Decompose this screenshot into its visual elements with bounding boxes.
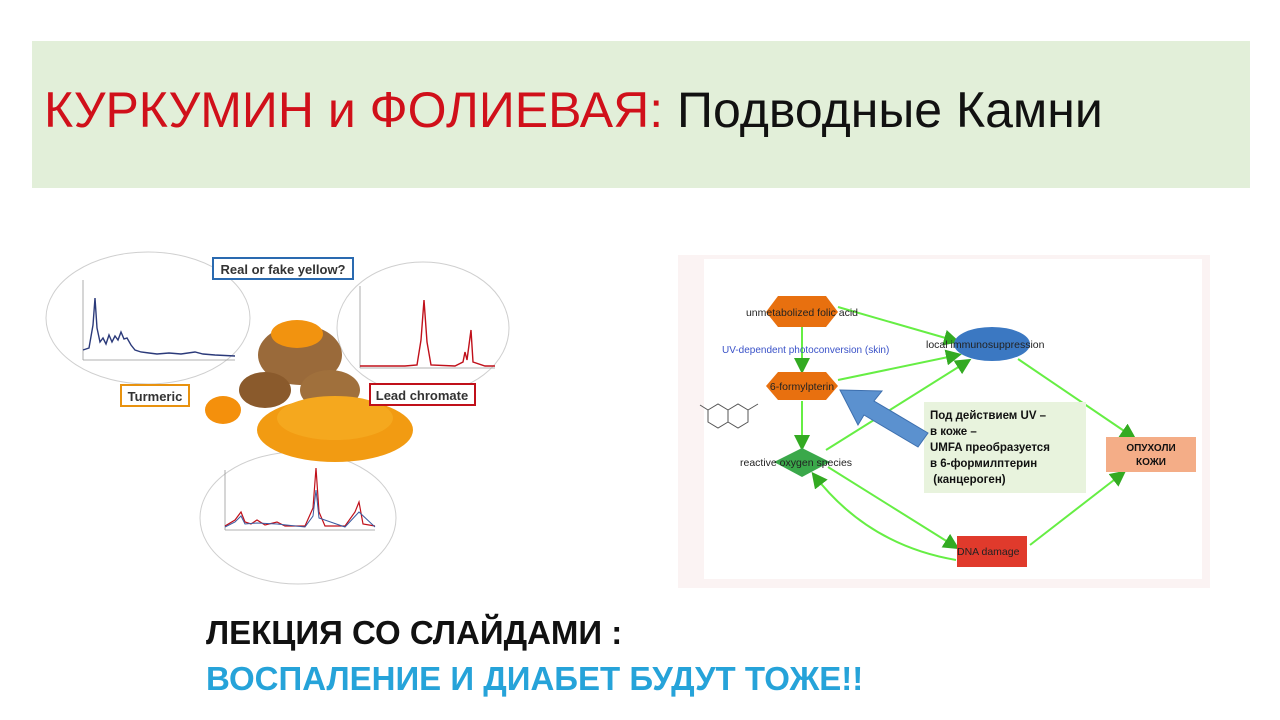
folic-acid-pathway-diagram: unmetabolized folic acid UV-dependent ph… (678, 255, 1210, 588)
node-formyl-label: 6-formylpterin (770, 381, 834, 393)
node-tumor-label-1: ОПУХОЛИ (1126, 443, 1175, 454)
turmeric-root-shape (271, 320, 323, 348)
callout-arrow-icon (839, 389, 929, 448)
edge-dna-ros (811, 471, 957, 561)
node-formylpterin[interactable] (766, 372, 838, 400)
node-dna-damage[interactable] (957, 536, 1027, 567)
node-dna-label: DNA damage (957, 546, 1020, 558)
question-label: Real or fake yellow? (221, 262, 346, 277)
edge-ros-dna (827, 466, 960, 550)
turmeric-root-shape (239, 372, 291, 408)
note-line-1: Под действием UV – (930, 410, 1047, 422)
turmeric-spectrum-line (82, 297, 236, 357)
pterin-structure-icon (699, 403, 759, 429)
mixture-spectrum-line (224, 489, 376, 528)
edge-dna-tumor (1029, 470, 1127, 546)
note-box (924, 402, 1086, 493)
edge-immuno-tumor (1017, 358, 1137, 440)
mixture-spectrum-ellipse (199, 451, 397, 585)
lead-spectrum-line (360, 299, 495, 367)
turmeric-powder-shape (277, 396, 393, 440)
node-reactive-oxygen[interactable] (774, 448, 830, 477)
turmeric-label: Turmeric (128, 389, 183, 404)
uv-label: UV-dependent photoconversion (skin) (722, 345, 889, 356)
edge-ros-immuno (825, 358, 972, 451)
title-band: КУРКУМИН и ФОЛИЕВАЯ: Подводные Камни (32, 41, 1250, 188)
node-ros-label: reactive oxygen species (740, 457, 852, 469)
title-rest: Подводные Камни (677, 82, 1103, 138)
lead-label-box (369, 383, 476, 406)
turmeric-root-shape (205, 396, 241, 424)
note-line-5: (канцероген) (930, 474, 1006, 486)
node-immuno-label: local immunosuppression (926, 339, 1045, 351)
lead-label: Lead chromate (376, 388, 468, 403)
node-folic-acid[interactable] (766, 296, 838, 327)
node-tumor-label-2: КОЖИ (1136, 457, 1166, 468)
announcement-line-1: ЛЕКЦИЯ СО СЛАЙДАМИ : (206, 614, 623, 651)
title-highlight: КУРКУМИН и ФОЛИЕВАЯ: (44, 82, 664, 138)
announcement-line-2: ВОСПАЛЕНИЕ И ДИАБЕТ БУДУТ ТОЖЕ!! (206, 660, 864, 697)
edge-folic-immuno (837, 306, 960, 346)
node-folic-label: unmetabolized folic acid (746, 307, 858, 319)
question-label-box (212, 257, 354, 280)
turmeric-spectra-figure: Real or fake yellow? Turmeric Lead chrom… (45, 251, 510, 585)
lead-spectrum-ellipse (336, 261, 510, 395)
slide-title: КУРКУМИН и ФОЛИЕВАЯ: Подводные Камни (44, 83, 1103, 138)
node-immunosuppression[interactable] (954, 327, 1030, 361)
lecture-announcement: ЛЕКЦИЯ СО СЛАЙДАМИ : ВОСПАЛЕНИЕ И ДИАБЕТ… (206, 610, 863, 702)
note-line-2: в коже – (930, 426, 977, 438)
mixture-spectrum-line (224, 467, 376, 527)
edge-formyl-immuno (837, 349, 962, 381)
note-line-4: в 6-формилптерин (930, 458, 1037, 470)
note-line-3: UMFA преобразуется (930, 442, 1050, 454)
turmeric-label-box (120, 384, 190, 407)
node-skin-tumors[interactable] (1106, 437, 1196, 472)
